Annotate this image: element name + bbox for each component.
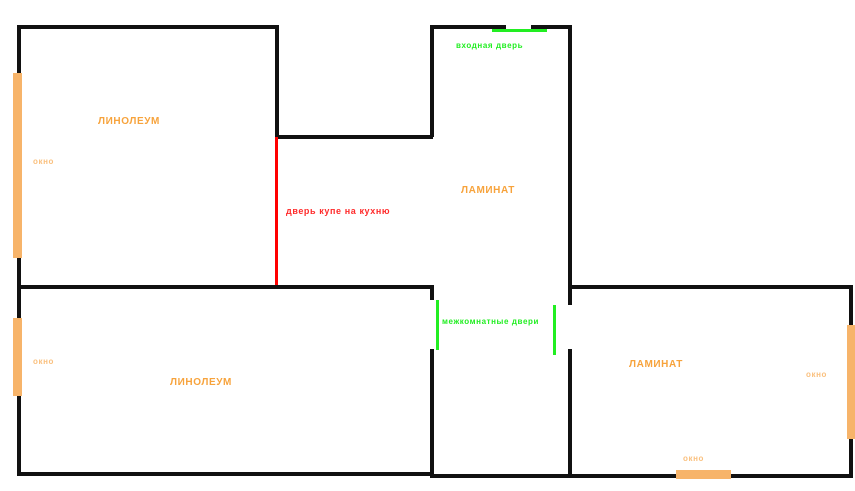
window-label-top-left-west: окно <box>33 157 55 166</box>
wall-hall-east <box>568 25 572 287</box>
wall-middle-left <box>17 285 433 289</box>
entry-door-marker <box>492 29 547 32</box>
wall-center-east-upper <box>568 285 572 305</box>
window-top-left-west <box>13 73 22 258</box>
window-bottom-right-south <box>676 470 731 479</box>
wall-hall-north-left <box>430 25 506 29</box>
interior-door-west-marker <box>436 300 439 350</box>
wall-bottom-right-b <box>729 474 853 478</box>
window-label-bottom-left-west: окно <box>33 357 55 366</box>
wall-left-upper <box>17 25 21 75</box>
wall-kitchen-south <box>275 135 433 139</box>
window-bottom-left-west <box>13 318 22 396</box>
wall-top-left-north <box>17 25 279 29</box>
wall-hall-west <box>430 25 434 137</box>
floor-label-bottom-right: ЛАМИНАТ <box>629 359 684 370</box>
wall-bottom-right-a <box>570 474 680 478</box>
wall-center-west-lower <box>430 349 434 475</box>
wall-top-left-east <box>275 25 279 139</box>
sliding-door-kitchen-label: дверь купе на кухню <box>286 206 391 216</box>
wall-bottom-left <box>17 472 433 476</box>
wall-middle-right <box>570 285 853 289</box>
interior-doors-label: межкомнатные двери <box>442 317 540 326</box>
wall-right-lower <box>849 437 853 475</box>
wall-center-west-upper <box>430 285 434 300</box>
window-bottom-right-east <box>847 325 855 439</box>
wall-bottom-center <box>430 474 573 478</box>
interior-door-east-marker <box>553 305 556 355</box>
wall-hall-north-right <box>531 25 572 29</box>
wall-right-upper <box>849 285 853 327</box>
entry-door-label: входная дверь <box>456 41 524 50</box>
wall-left-lower <box>17 395 21 475</box>
floor-label-top-left: ЛИНОЛЕУМ <box>98 116 160 127</box>
floor-label-bottom-left: ЛИНОЛЕУМ <box>170 377 232 388</box>
floor-label-top-right: ЛАМИНАТ <box>461 185 516 196</box>
wall-center-east-lower <box>568 349 572 475</box>
window-label-bottom-right-east: окно <box>806 370 828 379</box>
sliding-door-kitchen-marker <box>275 137 278 285</box>
window-label-bottom-right-south: окно <box>683 454 705 463</box>
